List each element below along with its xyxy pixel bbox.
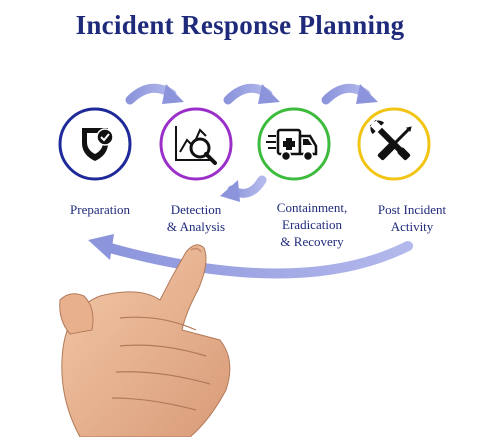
page-title: Incident Response Planning (75, 10, 405, 40)
wrench-screwdriver-icon (369, 119, 412, 161)
shield-check-icon (82, 128, 114, 161)
step-label-line: Detection (170, 202, 222, 217)
pointing-hand (59, 244, 231, 437)
return-arrow (88, 234, 413, 279)
step-label-detection: Detection & Analysis (136, 201, 256, 235)
forward-arrow-3 (321, 83, 378, 105)
step-label-line: Containment, (276, 200, 348, 215)
step-label-line: Preparation (70, 202, 130, 217)
backward-arrow (220, 175, 267, 202)
forward-arrow-1 (125, 83, 184, 105)
step-label-line: & Analysis (166, 219, 226, 234)
step-label-line: & Recovery (280, 234, 344, 249)
step-label-line: Eradication (282, 217, 342, 232)
step-label-post-incident: Post Incident Activity (352, 201, 472, 235)
ambulance-icon (266, 128, 318, 162)
chart-magnifier-icon (175, 126, 217, 165)
forward-arrow-2 (223, 83, 280, 105)
step-label-preparation: Preparation (40, 201, 160, 218)
step-label-containment: Containment, Eradication & Recovery (252, 199, 372, 250)
step-label-line: Post Incident (377, 202, 447, 217)
step-label-line: Activity (390, 219, 434, 234)
